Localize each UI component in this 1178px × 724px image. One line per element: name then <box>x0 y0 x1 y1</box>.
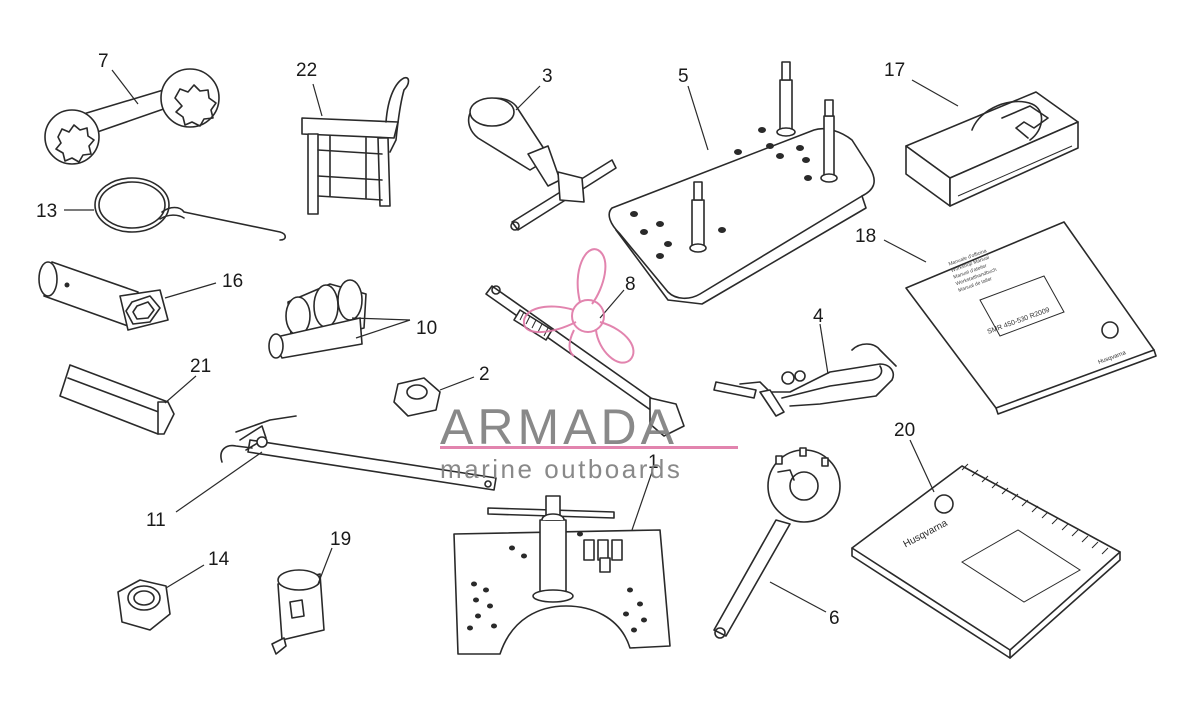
callout-5: 5 <box>678 66 709 151</box>
part-14-flanged-nut <box>117 579 171 631</box>
part-3-t-puller <box>467 97 617 231</box>
part-10-bushings <box>268 279 367 359</box>
svg-text:6: 6 <box>829 608 840 629</box>
callout-10: 10 <box>351 317 437 339</box>
watermark-propeller-icon <box>522 248 635 364</box>
svg-text:14: 14 <box>208 549 230 570</box>
svg-text:20: 20 <box>894 420 915 441</box>
svg-text:16: 16 <box>222 271 243 292</box>
part-4-bent-tube <box>713 343 897 417</box>
svg-text:2: 2 <box>479 364 490 385</box>
part-19-sleeve <box>271 569 325 655</box>
callout-16: 16 <box>164 271 243 299</box>
watermark-underline <box>440 446 738 449</box>
svg-text:11: 11 <box>146 510 166 531</box>
part-17-booklet <box>905 91 1079 207</box>
callout-19: 19 <box>317 529 351 585</box>
callout-2: 2 <box>439 364 490 391</box>
callout-3: 3 <box>515 66 553 111</box>
part-6-pin-spanner <box>713 447 841 639</box>
svg-text:22: 22 <box>296 60 317 81</box>
callout-20: 20 <box>894 420 935 493</box>
part-2-nut <box>393 377 441 417</box>
svg-text:3: 3 <box>542 66 553 87</box>
svg-text:18: 18 <box>855 226 876 247</box>
watermark-name: ARMADA <box>440 399 678 455</box>
svg-text:7: 7 <box>98 51 109 72</box>
svg-text:17: 17 <box>884 60 905 81</box>
part-7-ring-spanner <box>44 68 220 165</box>
callout-7: 7 <box>98 51 139 105</box>
svg-text:21: 21 <box>190 356 211 377</box>
part-18-manual: Manuale d'officina Workshop Manual Manue… <box>905 221 1157 415</box>
part-16-box-spanner <box>38 261 169 331</box>
svg-text:8: 8 <box>625 274 636 295</box>
part-20-spiral-manual: Husqvarna <box>851 463 1121 659</box>
svg-text:4: 4 <box>813 306 824 327</box>
callout-14: 14 <box>165 549 230 589</box>
part-5-base-plate <box>608 61 875 305</box>
part-11-lever <box>220 415 497 491</box>
part-1-press-base <box>453 495 671 655</box>
svg-text:5: 5 <box>678 66 689 87</box>
svg-text:19: 19 <box>330 529 351 550</box>
part-21-hex-bar <box>59 364 175 435</box>
callout-4: 4 <box>813 306 829 375</box>
part-13-wire-hook <box>94 177 287 241</box>
watermark: ARMADA marine outboards <box>440 248 738 484</box>
svg-text:10: 10 <box>416 318 437 339</box>
callout-11: 11 <box>146 451 263 531</box>
callout-13: 13 <box>36 201 94 222</box>
callout-1: 1 <box>631 452 659 531</box>
callout-22: 22 <box>296 60 323 117</box>
svg-text:13: 13 <box>36 201 57 222</box>
part-22-stand <box>301 76 410 215</box>
callout-18: 18 <box>855 226 927 263</box>
svg-text:1: 1 <box>648 452 659 473</box>
callout-6: 6 <box>769 581 840 629</box>
callout-21: 21 <box>164 356 211 404</box>
callout-17: 17 <box>884 60 959 107</box>
watermark-tagline: marine outboards <box>440 454 682 484</box>
callout-8: 8 <box>599 274 636 319</box>
